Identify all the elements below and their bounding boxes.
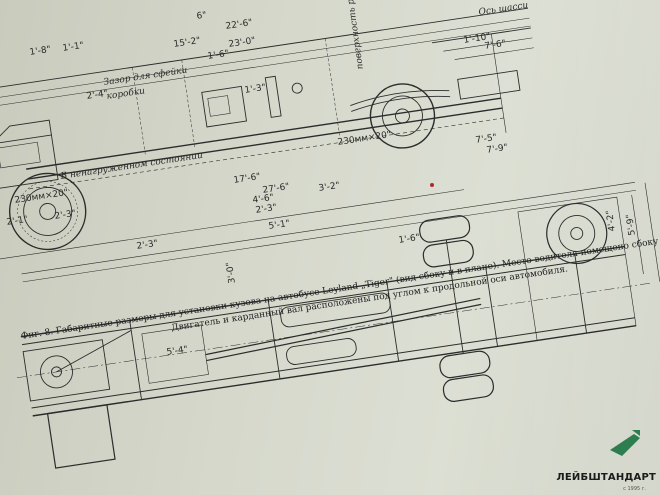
brand-name: ЛЕЙБШТАНДАРТ: [556, 472, 656, 483]
brand-sub: с 1995 г.: [623, 486, 646, 492]
side-view: [0, 7, 534, 260]
red-mark: [430, 183, 434, 187]
brand-logo-shape: [610, 430, 640, 456]
dim-6: 6": [196, 10, 208, 22]
plan-view: [16, 182, 660, 469]
